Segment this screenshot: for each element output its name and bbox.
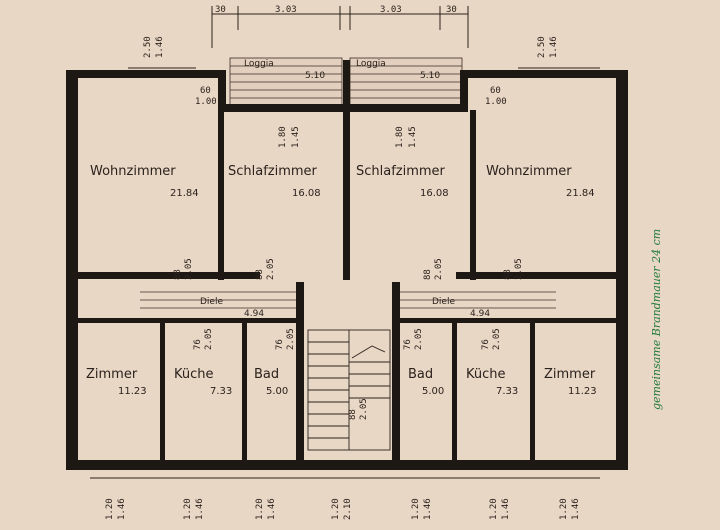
bottom-dim-4a: 1.20 [331,498,341,520]
corner-dim-right-2: 1.00 [485,97,507,107]
bottom-dim-1a: 1.20 [105,498,115,520]
bottom-dimension-marks: 1.20 1.46 1.20 1.46 1.20 1.46 1.20 2.10 … [105,498,581,520]
bottom-dim-3a: 1.20 [255,498,265,520]
door-dim-4: 2.05 [266,258,276,280]
inner-dim-4: 2.05 [286,328,296,350]
room-wohnzimmer-left-name: Wohnzimmer [90,164,176,179]
inner-dim-1: 76 [193,339,203,350]
diele-left-area: 4.94 [244,309,264,319]
top-dim-2: 3.03 [275,5,297,15]
room-wohnzimmer-right-area: 21.84 [566,188,595,199]
top-dim-3: 3.03 [380,5,402,15]
inner-dim-3: 76 [275,339,285,350]
top-left-mark-2: 1.46 [155,36,165,58]
room-schlafzimmer-right-name: Schlafzimmer [356,164,446,179]
loggia-left-label: Loggia [244,59,274,69]
bottom-dim-2b: 1.46 [195,498,205,520]
bottom-dim-7b: 1.46 [571,498,581,520]
room-bad-left-name: Bad [254,367,279,382]
bottom-dim-3b: 1.46 [267,498,277,520]
room-zimmer-left-area: 11.23 [118,386,147,397]
window-dim-schlaf-r-2: 1.45 [408,126,418,148]
room-bad-right-name: Bad [408,367,433,382]
window-dim-schlaf-r-1: 1.80 [395,126,405,148]
room-wohnzimmer-left-area: 21.84 [170,188,199,199]
corner-dim-right-1: 60 [490,86,501,96]
loggia-right-label: Loggia [356,59,386,69]
bottom-dim-1b: 1.46 [117,498,127,520]
room-kueche-left-name: Küche [174,367,214,382]
loggia-left-area: 5.10 [305,71,325,81]
room-zimmer-right-name: Zimmer [544,367,596,382]
door-dim-3: 88 [255,269,265,280]
top-dim-1: 30 [215,5,226,15]
corner-dim-left-1: 60 [200,86,211,96]
door-dim-2: 2.05 [184,258,194,280]
bottom-dim-2a: 1.20 [183,498,193,520]
room-wohnzimmer-right-name: Wohnzimmer [486,164,572,179]
inner-dim-6: 2.05 [414,328,424,350]
top-left-mark-1: 2.50 [143,36,153,58]
staircase [307,329,391,451]
room-kueche-left-area: 7.33 [210,386,232,397]
room-kueche-right-area: 7.33 [496,386,518,397]
side-note-firewall: gemeinsame Brandmauer 24 cm [650,229,663,410]
loggia-hatching [229,57,463,109]
room-bad-left-area: 5.00 [266,386,288,397]
door-dim-7: 88 [503,269,513,280]
top-right-mark-2: 1.46 [549,36,559,58]
door-dim-5: 88 [423,269,433,280]
room-schlafzimmer-left-area: 16.08 [292,188,321,199]
bottom-dim-5b: 1.46 [423,498,433,520]
diele-right-area: 4.94 [470,309,490,319]
stair-dim-1: 88 [348,409,358,420]
window-dim-schlaf-l-2: 1.45 [291,126,301,148]
room-zimmer-left-name: Zimmer [86,367,138,382]
bottom-dim-5a: 1.20 [411,498,421,520]
top-dimension-chain [211,6,469,48]
door-dim-1: 88 [173,269,183,280]
diele-hatching [140,291,556,309]
window-dim-schlaf-l-1: 1.80 [278,126,288,148]
inner-dim-8: 2.05 [492,328,502,350]
bottom-dim-6b: 1.46 [501,498,511,520]
room-bad-right-area: 5.00 [422,386,444,397]
diele-right-label: Diele [432,297,455,307]
door-dim-8: 2.05 [514,258,524,280]
inner-dim-5: 76 [403,339,413,350]
room-kueche-right-name: Küche [466,367,506,382]
inner-dim-7: 76 [481,339,491,350]
top-dim-4: 30 [446,5,457,15]
stair-dim-2: 2.05 [359,398,369,420]
top-right-mark-1: 2.50 [537,36,547,58]
bottom-dim-4b: 2.10 [343,498,353,520]
interior-walls [66,60,628,462]
door-dim-6: 2.05 [434,258,444,280]
bottom-dim-7a: 1.20 [559,498,569,520]
corner-dim-left-2: 1.00 [195,97,217,107]
bottom-dim-6a: 1.20 [489,498,499,520]
room-schlafzimmer-left-name: Schlafzimmer [228,164,318,179]
room-schlafzimmer-right-area: 16.08 [420,188,449,199]
room-zimmer-right-area: 11.23 [568,386,597,397]
loggia-right-area: 5.10 [420,71,440,81]
inner-dim-2: 2.05 [204,328,214,350]
diele-left-label: Diele [200,297,223,307]
